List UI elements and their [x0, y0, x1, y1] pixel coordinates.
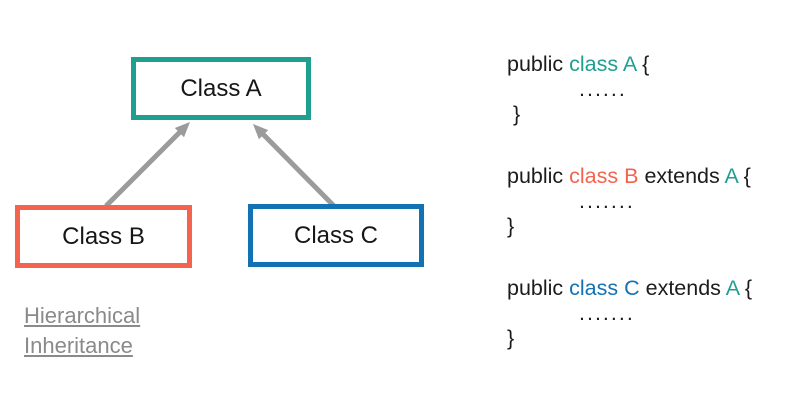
code-body-b: ....... [579, 189, 635, 213]
code-declaration-b: public class B extends A { [507, 164, 752, 189]
class-a-node: Class A [131, 57, 311, 120]
code-body-c: ....... [579, 301, 635, 325]
code-token: class B [569, 164, 639, 188]
code-token: { [738, 276, 753, 300]
code-panel: public class A { ...... } public class B… [507, 52, 752, 388]
code-close-brace-b: } [507, 214, 515, 238]
class-b-label: Class B [62, 222, 145, 250]
code-token: { [737, 164, 751, 188]
class-b-node: Class B [15, 205, 192, 268]
code-token: extends [639, 276, 726, 300]
class-c-node: Class C [248, 204, 424, 267]
code-token: public [507, 276, 570, 300]
class-a-label: Class A [180, 74, 262, 102]
code-token: { [636, 52, 650, 76]
code-token: class C [569, 276, 640, 300]
code-token: public [507, 52, 570, 76]
code-close-brace-c: } [507, 326, 515, 350]
code-body-a: ...... [579, 77, 627, 101]
arrow-c-to-a-icon [253, 124, 336, 208]
code-block-class-c: public class C extends A { ....... } [507, 276, 752, 351]
code-block-class-a: public class A { ...... } [507, 52, 752, 127]
code-token: extends [638, 164, 725, 188]
code-close-brace-a: } [507, 102, 521, 126]
caption-line-1: Hierarchical [24, 303, 141, 328]
code-declaration-a: public class A { [507, 52, 752, 77]
code-declaration-c: public class C extends A { [507, 276, 752, 301]
caption-line-2: Inheritance [24, 333, 133, 358]
code-token: A [725, 276, 739, 300]
diagram-caption: Hierarchical Inheritance [24, 301, 140, 361]
class-c-label: Class C [293, 221, 378, 249]
code-token: public [507, 164, 570, 188]
code-block-class-b: public class B extends A { ....... } [507, 164, 752, 239]
code-token: A [724, 164, 738, 188]
code-token: class A [569, 52, 637, 76]
arrow-b-to-a-icon [104, 122, 190, 208]
